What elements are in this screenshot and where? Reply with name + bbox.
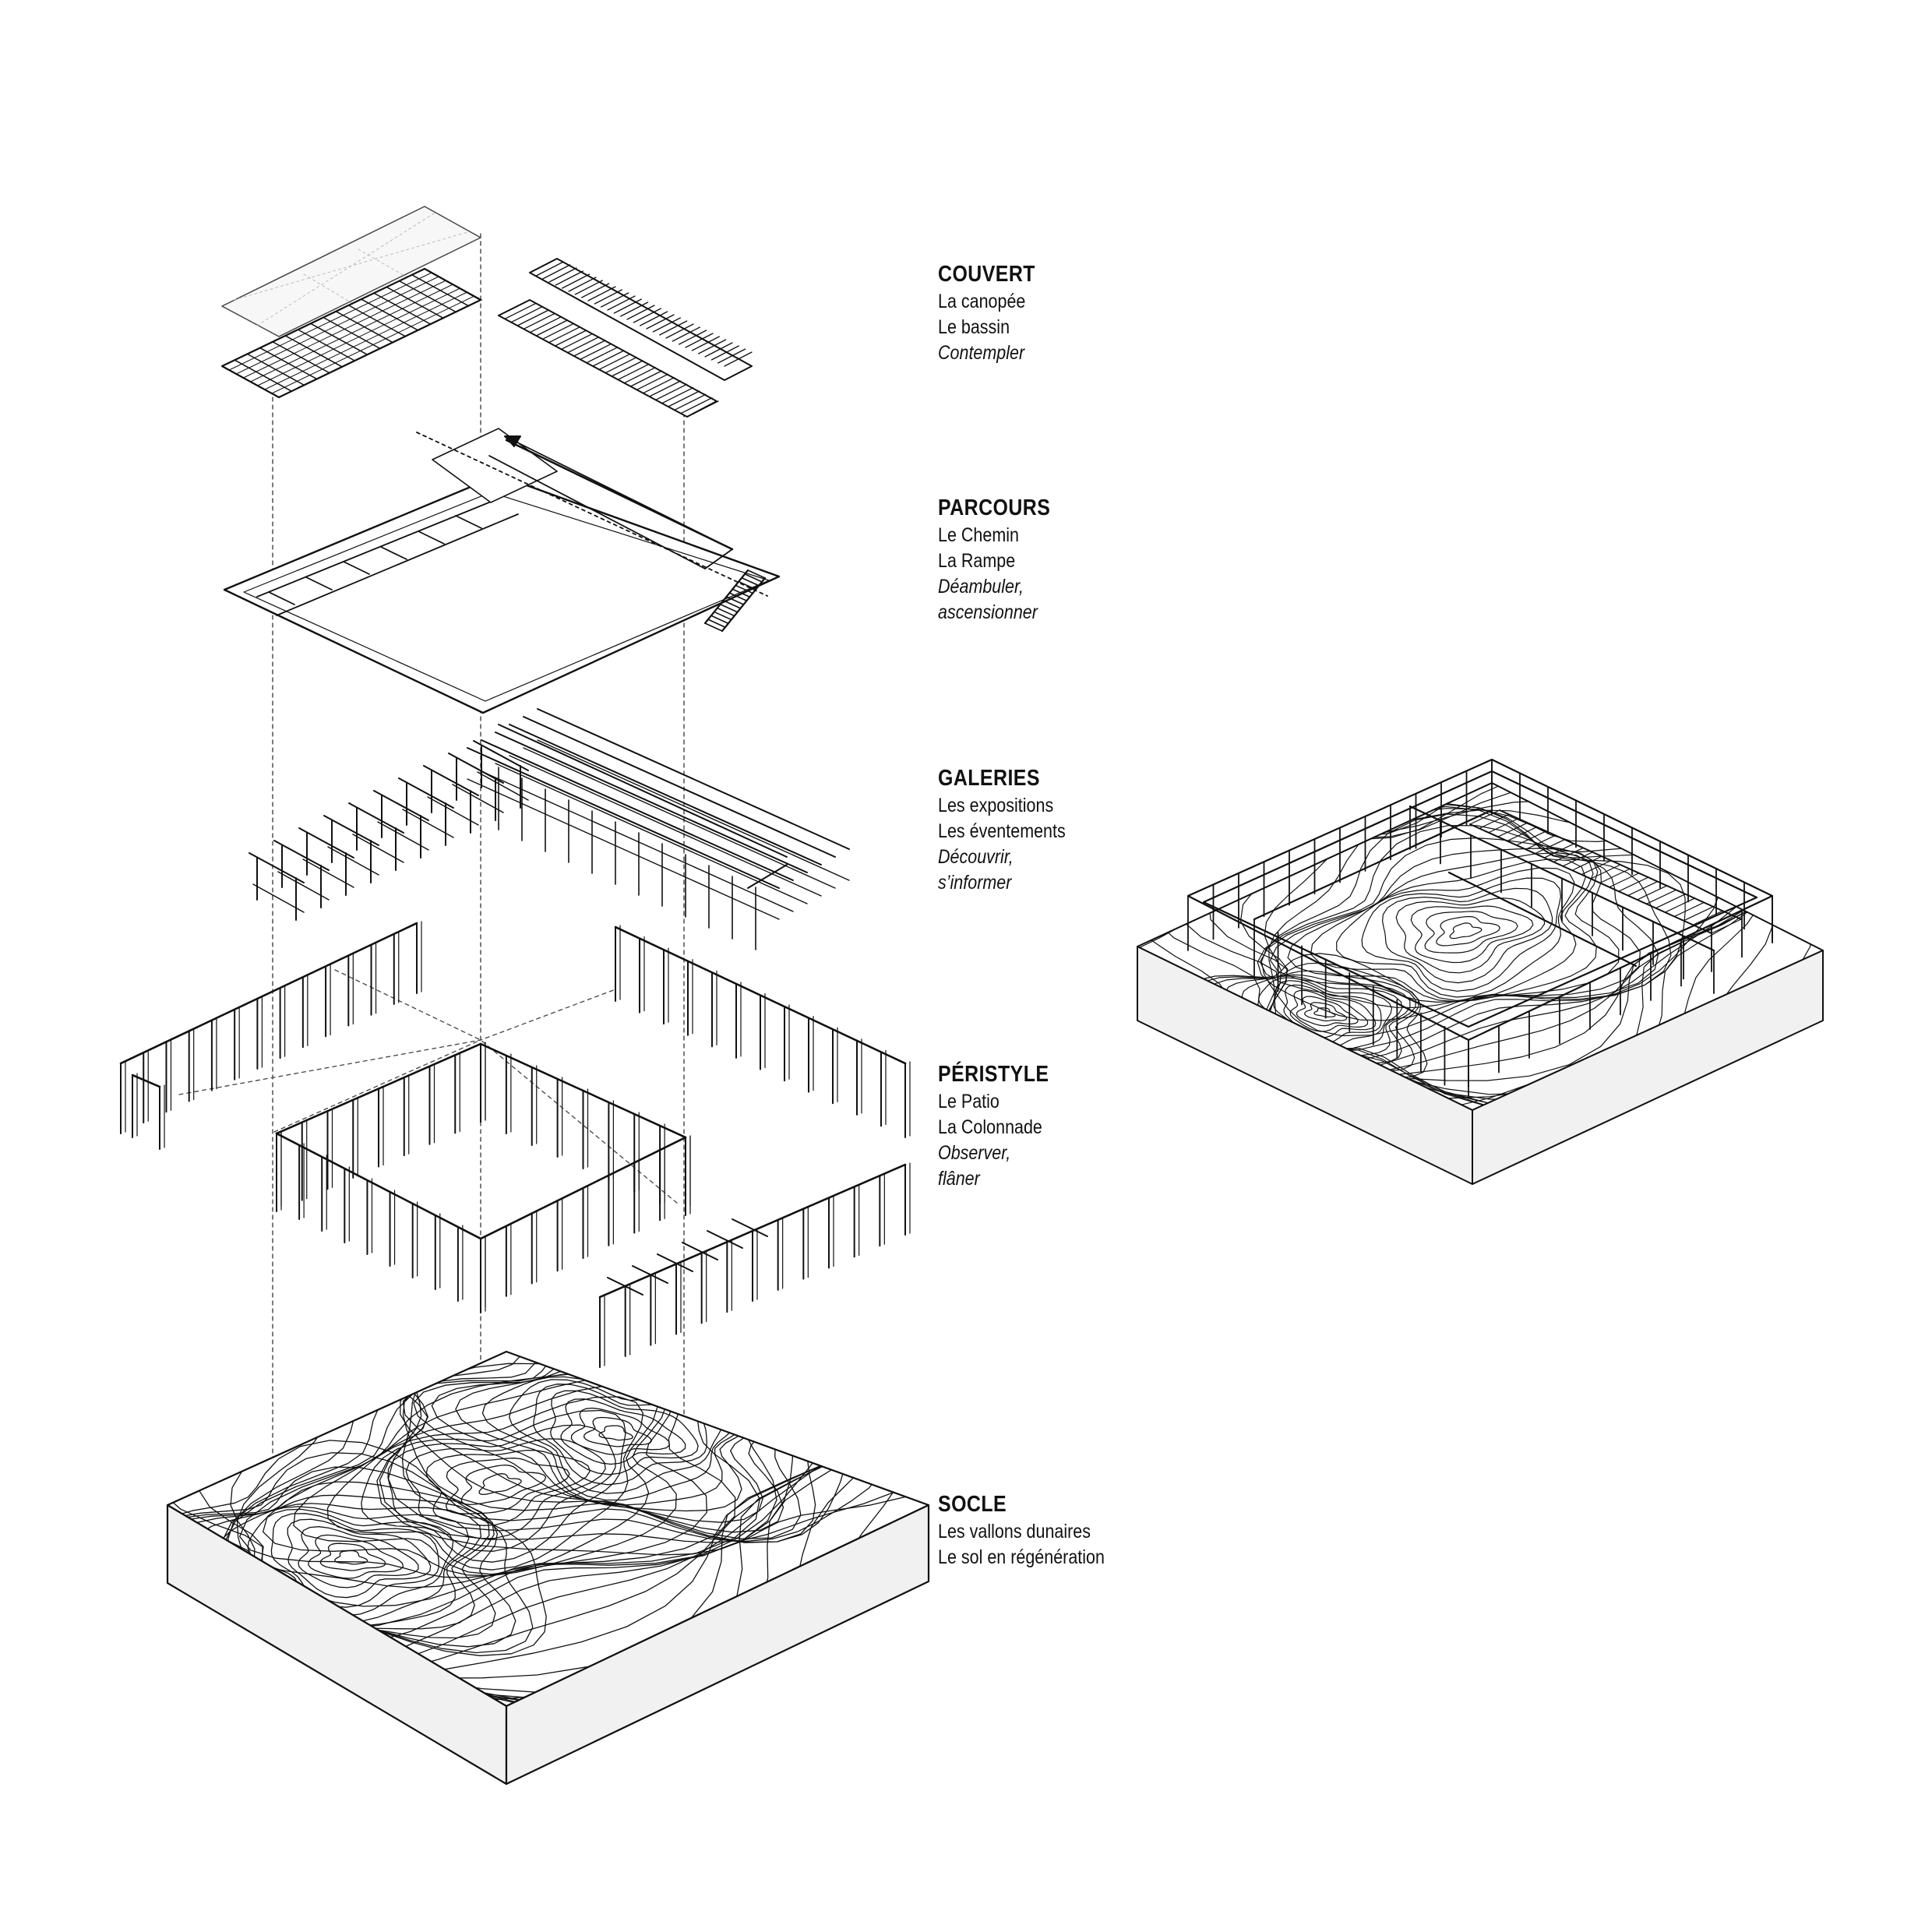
assembled-model [1137, 758, 1824, 1185]
legend-line: Découvrir, [938, 846, 1014, 868]
legend-socle: SOCLE Les vallons dunaires Le sol en rég… [938, 1490, 1374, 1571]
legend-line: Les expositions [938, 795, 1054, 816]
legend-line: ascensionner [938, 601, 1038, 623]
legend-couvert: COUVERT La canopée Le bassin Contempler [938, 259, 1374, 366]
legend-title-parcours: PARCOURS [938, 495, 1051, 520]
legend-line: Le bassin [938, 316, 1010, 338]
legend-galeries: GALERIES Les expositions Les éventements… [938, 763, 1374, 896]
legend-title-couvert: COUVERT [938, 262, 1035, 287]
legend-line: La canopée [938, 291, 1026, 312]
legend-line: flâner [938, 1168, 980, 1190]
galeries-frame-layer [249, 708, 850, 950]
socle-terrain-block [166, 1350, 930, 1786]
legend-line: La Colonnade [938, 1116, 1042, 1138]
legend-line: Le Patio [938, 1091, 999, 1112]
legend-line: Les vallons dunaires [938, 1521, 1091, 1542]
legend-line: La Rampe [938, 550, 1016, 572]
legend-title-galeries: GALERIES [938, 766, 1040, 791]
legend-line: Le sol en régénération [938, 1546, 1105, 1568]
legend-line: Observer, [938, 1142, 1011, 1164]
legend-line: Contempler [938, 342, 1025, 364]
legend-line: Le Chemin [938, 524, 1019, 546]
parcours-path-layer [223, 428, 781, 714]
peristyle-colonnade-layer [119, 921, 911, 1368]
legend-line: Les éventements [938, 820, 1066, 842]
legend-title-peristyle: PÉRISTYLE [938, 1062, 1049, 1087]
legend-line: s’informer [938, 872, 1012, 894]
legend-line: Déambuler, [938, 576, 1024, 598]
legend-peristyle: PÉRISTYLE Le Patio La Colonnade Observer… [938, 1059, 1374, 1192]
legend-parcours: PARCOURS Le Chemin La Rampe Déambuler, a… [938, 493, 1374, 626]
couvert-canopy-layer [220, 206, 753, 418]
legend-title-socle: SOCLE [938, 1492, 1007, 1517]
couvert-slats [221, 268, 482, 398]
